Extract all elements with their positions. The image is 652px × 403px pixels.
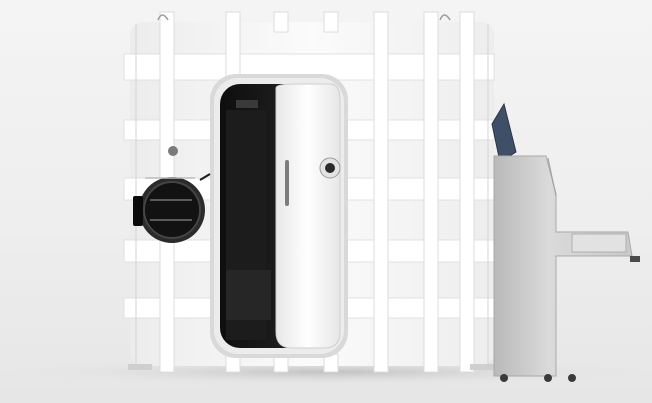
console-wheels	[500, 374, 576, 382]
monitor-screen	[491, 102, 517, 163]
medical-lock-hatch[interactable]	[133, 146, 211, 243]
chamber-feet	[128, 364, 494, 370]
control-console	[491, 102, 640, 382]
lifting-lugs	[157, 14, 451, 21]
door-handle[interactable]	[285, 160, 289, 206]
gauge-icon	[168, 146, 178, 156]
chamber-door[interactable]	[275, 83, 341, 349]
console-knob[interactable]	[630, 256, 640, 262]
